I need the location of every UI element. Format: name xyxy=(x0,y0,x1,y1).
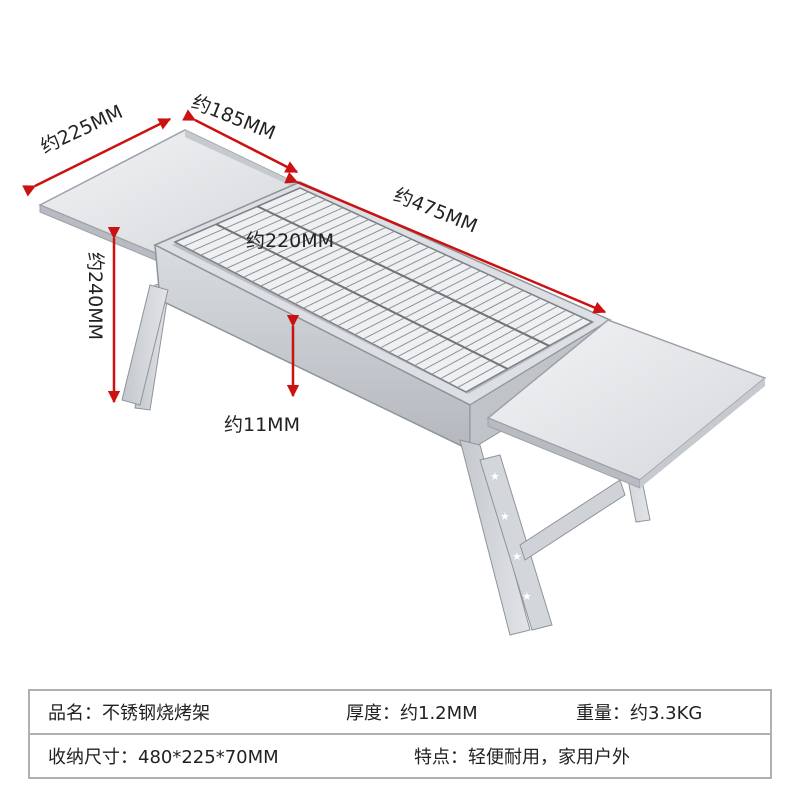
star-hole-icon: ★ xyxy=(522,590,532,603)
spec-storage-size: 收纳尺寸：480*225*70MM xyxy=(48,747,279,768)
rack-wire xyxy=(422,301,550,371)
leg-star-holes: ★ ★ ★ ★ xyxy=(490,470,532,603)
dimension-arrows xyxy=(22,109,607,404)
dimension-label-box-depth: 约11MM xyxy=(224,414,300,436)
star-hole-icon: ★ xyxy=(500,510,510,523)
spec-row-2: 收纳尺寸：480*225*70MM 特点：轻便耐用，家用户外 xyxy=(30,733,770,777)
rack-wire xyxy=(440,309,567,380)
right-side-shelf xyxy=(486,319,767,489)
spec-table: 品名：不锈钢烧烤架 厚度：约1.2MM 重量：约3.3KG 收纳尺寸：480*2… xyxy=(28,689,772,779)
spec-features: 特点：轻便耐用，家用户外 xyxy=(414,747,630,768)
rack-wire xyxy=(448,313,576,384)
spec-name: 品名：不锈钢烧烤架 xyxy=(48,703,210,724)
spec-row-1: 品名：不锈钢烧烤架 厚度：约1.2MM 重量：约3.3KG xyxy=(30,691,770,733)
leg-front-left xyxy=(121,284,169,406)
star-hole-icon: ★ xyxy=(490,470,500,483)
dimension-label-grill-width: 约220MM xyxy=(246,230,335,252)
spec-weight: 重量：约3.3KG xyxy=(576,703,703,724)
spec-thickness: 厚度：约1.2MM xyxy=(346,703,478,724)
star-hole-icon: ★ xyxy=(512,550,522,563)
dimension-label-height: 约240MM xyxy=(84,252,106,341)
rack-wire xyxy=(457,317,584,389)
leg-cross-brace xyxy=(519,479,626,561)
leg-front-right xyxy=(459,439,553,636)
rack-wire xyxy=(431,305,558,375)
